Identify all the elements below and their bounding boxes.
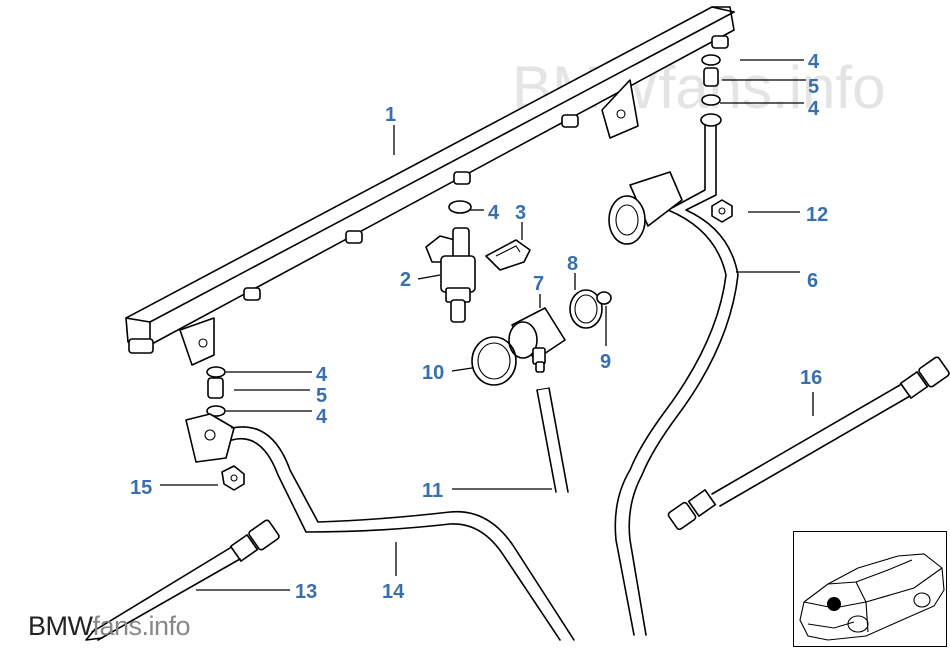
label-part-5-right: 5	[808, 76, 819, 98]
vacuum-hose	[536, 387, 569, 493]
label-part-16: 16	[800, 367, 822, 389]
label-part-2: 2	[400, 269, 411, 291]
label-part-4-left-bottom: 4	[316, 406, 328, 428]
label-part-1: 1	[385, 104, 396, 126]
label-part-11: 11	[422, 480, 443, 502]
label-part-10: 10	[422, 362, 444, 384]
label-part-8: 8	[567, 253, 578, 275]
label-part-5-left: 5	[316, 385, 327, 407]
ring-9	[596, 291, 612, 305]
label-part-7: 7	[533, 273, 544, 295]
label-part-6: 6	[807, 270, 818, 292]
label-part-13: 13	[295, 581, 317, 603]
feed-line	[608, 124, 739, 636]
label-part-15: 15	[130, 477, 152, 499]
left-seal-stack	[206, 366, 226, 417]
fuel-rail	[125, 6, 735, 366]
label-part-3: 3	[515, 202, 526, 224]
label-part-4-right-bottom: 4	[808, 98, 820, 120]
hose-16	[667, 356, 950, 531]
circlip	[471, 336, 517, 386]
label-part-4-left-top: 4	[316, 364, 328, 386]
label-part-14: 14	[382, 581, 405, 603]
injector	[425, 227, 476, 323]
label-part-4-right-top: 4	[808, 51, 820, 73]
bolt-12	[711, 199, 733, 223]
o-ring-4-injector	[448, 200, 472, 214]
leader-lines	[160, 59, 814, 591]
locator-inset	[793, 531, 947, 647]
return-line	[185, 413, 575, 641]
right-seal-stack	[700, 54, 722, 127]
label-part-12: 12	[806, 204, 828, 226]
watermark-bottom: BMWfans.info	[28, 611, 191, 641]
label-part-9: 9	[600, 351, 611, 373]
label-part-4-injector: 4	[488, 202, 500, 224]
car-outline	[799, 553, 945, 641]
hose-13	[85, 519, 280, 641]
bolt-15	[221, 465, 245, 491]
clip	[485, 239, 531, 271]
location-marker-icon	[827, 597, 841, 611]
pressure-regulator	[508, 307, 566, 373]
